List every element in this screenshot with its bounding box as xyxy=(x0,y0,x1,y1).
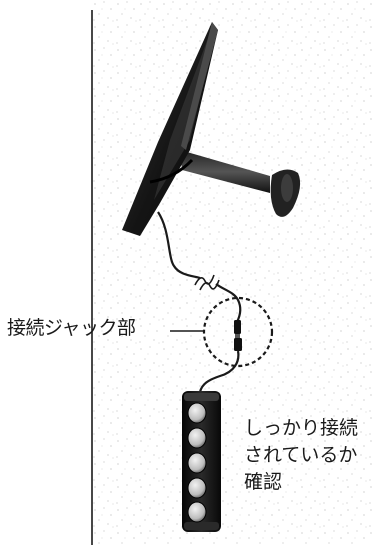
cable-break-symbol xyxy=(194,274,220,291)
note-line-1: しっかり接続 xyxy=(244,417,359,439)
connector-highlight-circle xyxy=(202,296,274,368)
wall-surface xyxy=(92,0,372,545)
connection-check-note: しっかり接続 されているか 確認 xyxy=(244,415,358,496)
panel-cable xyxy=(157,211,201,280)
panel-cable-lower xyxy=(215,283,242,323)
mounting-arm xyxy=(180,150,301,217)
led-bulb-5 xyxy=(187,501,207,523)
led-bulb-2 xyxy=(187,427,207,449)
note-line-3: 確認 xyxy=(244,471,283,493)
led-bulb-3 xyxy=(187,452,207,474)
jack-connector xyxy=(234,320,242,351)
jack-connector-label: 接続ジャック部 xyxy=(7,317,136,339)
solar-panel xyxy=(122,22,218,236)
led-bulbs xyxy=(187,402,207,523)
led-cable xyxy=(198,350,240,393)
led-bulb-1 xyxy=(187,402,207,424)
led-bulb-4 xyxy=(187,477,207,499)
note-line-2: されているか xyxy=(244,444,358,466)
